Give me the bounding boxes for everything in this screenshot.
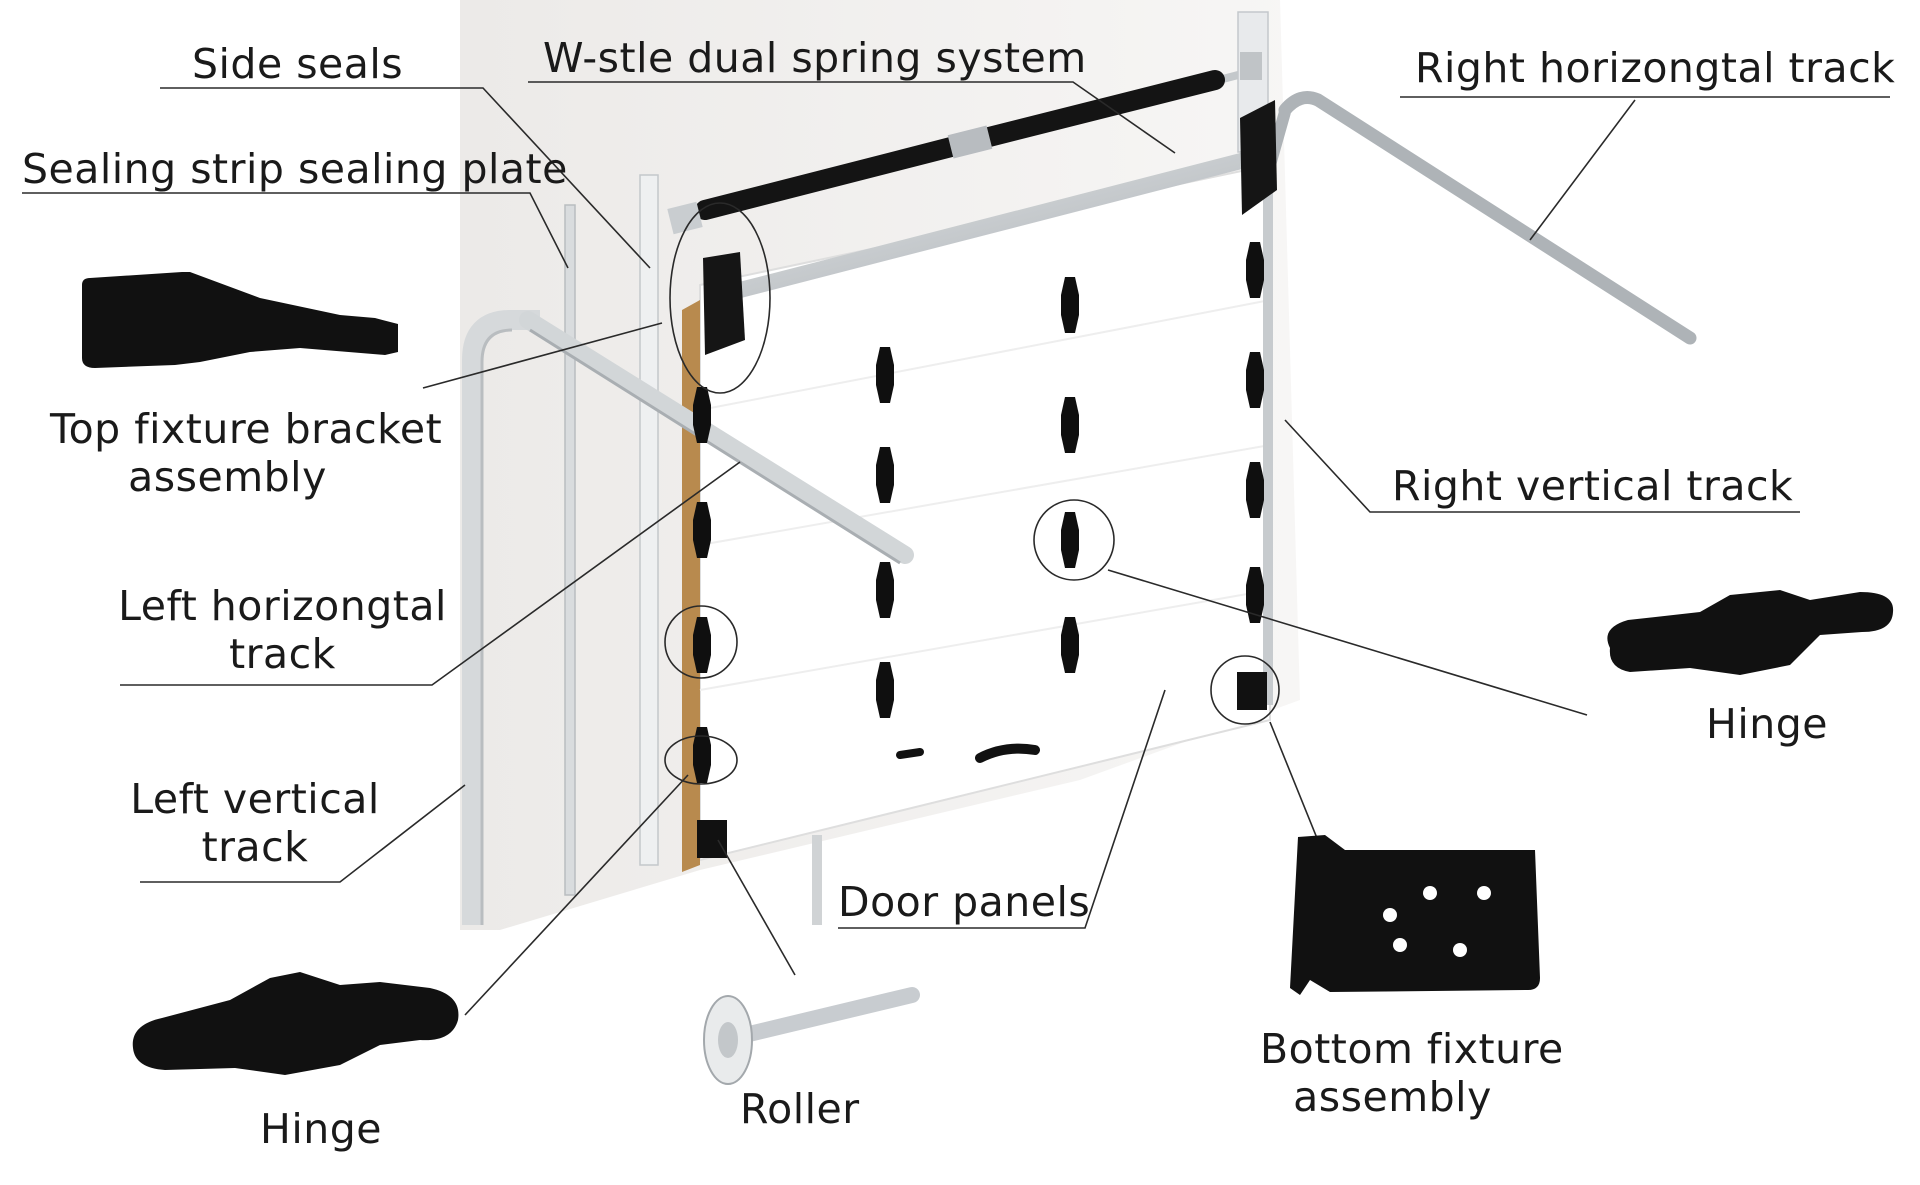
label-left-horizontal: Left horizongtal track xyxy=(115,582,450,678)
door-panel-edge xyxy=(682,300,700,872)
bottom-fixture-part xyxy=(1290,835,1540,995)
label-hinge-right: Hinge xyxy=(1706,700,1828,748)
door-hinge xyxy=(876,447,894,503)
label-door-panels: Door panels xyxy=(838,878,1091,926)
door-hinge xyxy=(876,347,894,403)
door-hinge xyxy=(1061,397,1079,453)
panel-groove xyxy=(699,444,1271,546)
door-hinge xyxy=(876,662,894,718)
label-side-seals: Side seals xyxy=(192,40,404,88)
label-hinge-left: Hinge xyxy=(260,1105,382,1153)
door-hinge xyxy=(1246,242,1264,298)
label-left-horizontal-line2: track xyxy=(229,630,336,678)
label-right-horizontal-track: Right horizongtal track xyxy=(1415,44,1896,92)
door-hinge xyxy=(1246,462,1264,518)
door-hinge xyxy=(693,727,711,783)
top-bracket-right xyxy=(1240,100,1277,215)
label-top-fixture-line1: Top fixture bracket xyxy=(50,405,443,453)
door-hinge xyxy=(693,617,711,673)
door-hinge xyxy=(876,562,894,618)
top-rail xyxy=(738,152,1247,298)
label-top-fixture-line2: assembly xyxy=(128,453,327,501)
right-post-bracket xyxy=(1240,52,1262,80)
label-left-vertical-line1: Left vertical xyxy=(130,775,380,823)
door-handle-small xyxy=(896,748,924,759)
bottom-bracket-left xyxy=(697,820,727,858)
door-hinge xyxy=(1246,567,1264,623)
detail-circle-bottom xyxy=(1210,655,1280,725)
panel-groove xyxy=(699,299,1271,411)
label-left-vertical-line2: track xyxy=(201,823,309,871)
detail-circle-roller-2 xyxy=(664,735,738,785)
left-horizontal-track xyxy=(519,311,914,564)
label-spring-system: W-stle dual spring system xyxy=(543,34,1087,82)
spring-coupler xyxy=(947,125,993,159)
roller-part xyxy=(703,987,920,1085)
door-hinge xyxy=(1061,512,1079,568)
left-horizontal-track-shade xyxy=(529,328,901,565)
label-sealing-strip: Sealing strip sealing plate xyxy=(22,145,568,193)
label-left-vertical: Left vertical track xyxy=(125,775,385,871)
label-left-horizontal-line1: Left horizongtal xyxy=(118,582,447,630)
door-hinge xyxy=(693,387,711,443)
door-hinge xyxy=(1246,352,1264,408)
door-hinge xyxy=(1061,277,1079,333)
hinge-part-left xyxy=(132,972,459,1075)
door-hinge xyxy=(693,502,711,558)
label-bottom-fixture: Bottom fixture assembly xyxy=(1260,1025,1563,1121)
spring-right xyxy=(975,70,1225,148)
door-handle xyxy=(975,743,1040,763)
label-right-vertical-track: Right vertical track xyxy=(1392,462,1794,510)
label-roller: Roller xyxy=(740,1085,860,1133)
detail-circle-hinge xyxy=(1033,499,1115,581)
bottom-bracket-right xyxy=(1237,672,1267,710)
side-seal xyxy=(639,174,659,866)
sealing-strip-plate xyxy=(564,204,576,896)
spring-left xyxy=(695,136,965,220)
left-vertical-track xyxy=(462,310,540,925)
top-bracket-left xyxy=(703,252,745,355)
label-top-fixture: Top fixture bracket assembly xyxy=(50,405,442,501)
label-bottom-fixture-line1: Bottom fixture xyxy=(1260,1025,1564,1073)
door-hinge xyxy=(1061,617,1079,673)
right-horizontal-track xyxy=(1278,91,1697,345)
bottom-fixture-holes xyxy=(1383,886,1491,957)
hinge-part-right xyxy=(1607,590,1894,675)
panel-groove xyxy=(699,589,1271,691)
top-bracket-part xyxy=(82,272,398,368)
label-bottom-fixture-line2: assembly xyxy=(1293,1073,1492,1121)
bottom-support xyxy=(812,835,822,925)
door-hinges xyxy=(693,242,1264,783)
detail-circle-roller-1 xyxy=(664,605,738,679)
spring-end-bracket xyxy=(667,201,703,235)
left-vertical-track-edge xyxy=(480,328,513,925)
detail-circle-top-bracket xyxy=(669,202,771,394)
